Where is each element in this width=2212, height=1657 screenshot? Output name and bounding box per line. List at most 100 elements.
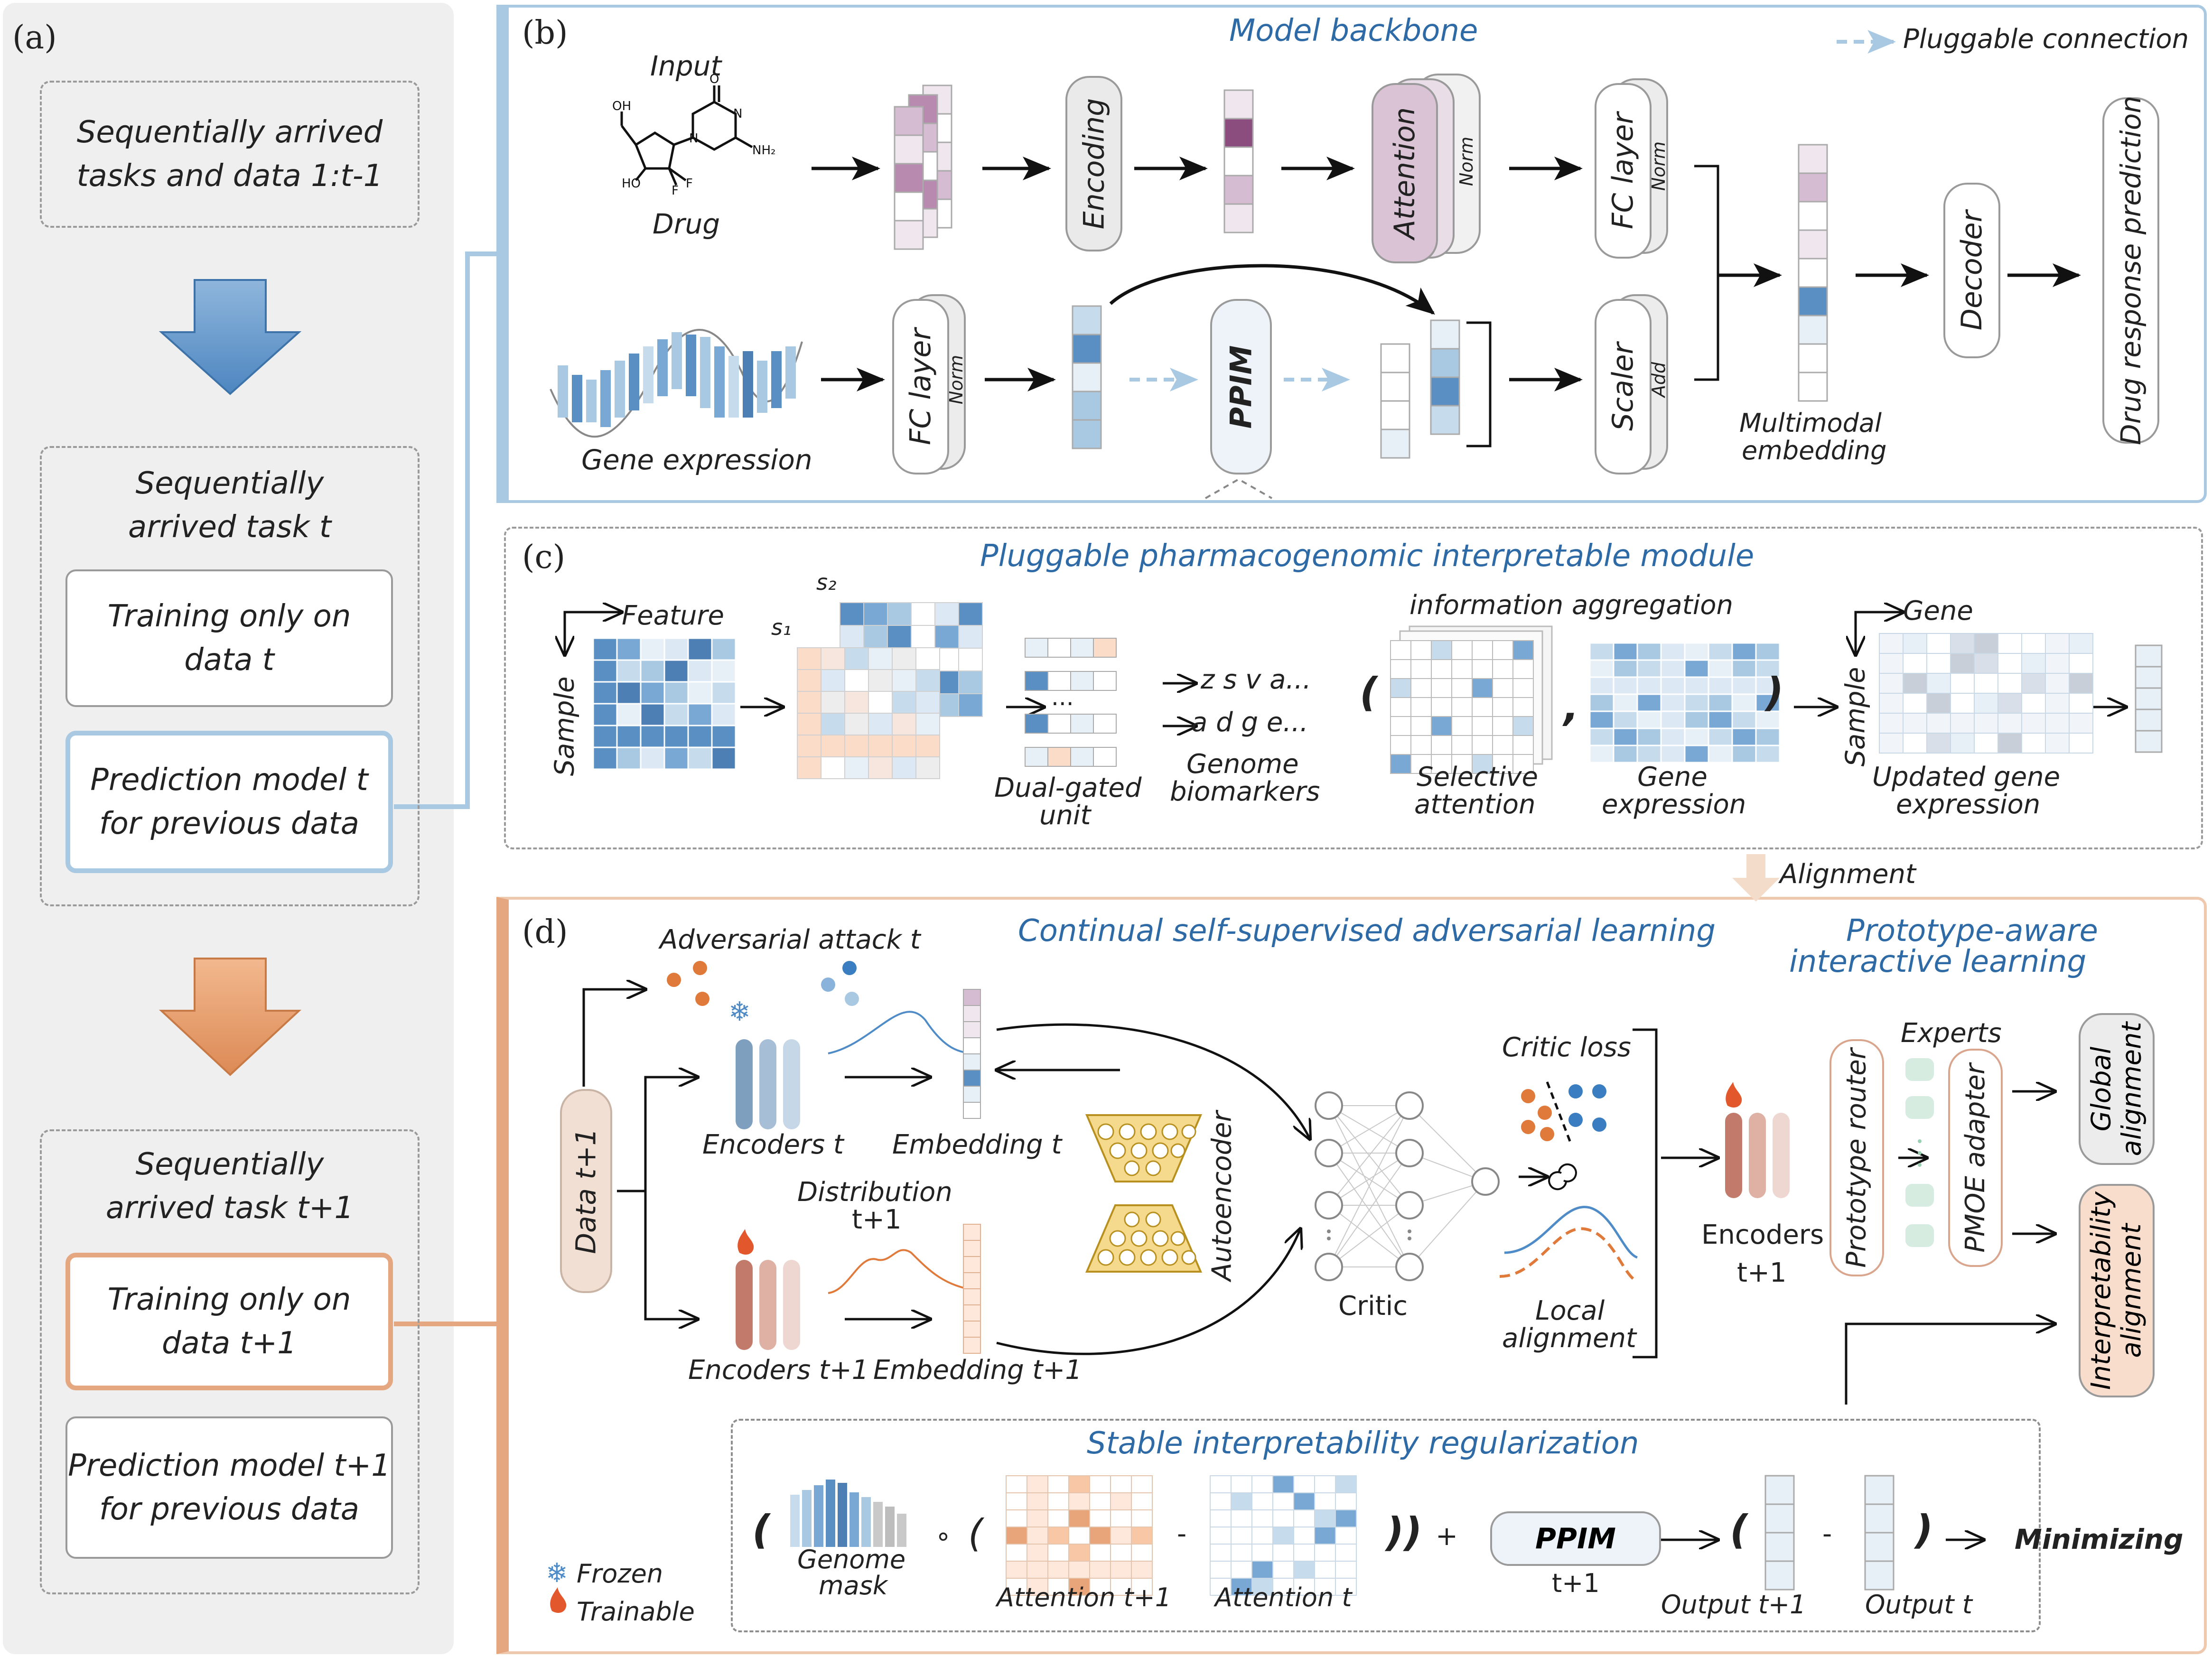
panel-b-frame (496, 5, 2207, 503)
svg-text:N: N (733, 107, 742, 121)
biomarker-seq-2: a d g e... (1191, 707, 1308, 738)
box-previous-tasks-line2: tasks and data 1:t-1 (76, 158, 383, 194)
svg-text:HO: HO (622, 177, 641, 191)
grid-cell (915, 669, 940, 692)
grid-cell (1660, 642, 1686, 661)
grid-cell (687, 637, 713, 661)
grid-cell (1068, 1475, 1090, 1493)
ppim-small-box: PPIM (1490, 1511, 1661, 1566)
grid-cell (1293, 1475, 1315, 1493)
grid-cell (1431, 735, 1452, 755)
task-t1-group (40, 1129, 420, 1594)
grid-cell (892, 669, 916, 692)
panel-c-title: Pluggable pharmacogenomic interpretable … (980, 539, 1755, 574)
grid-cell (863, 625, 888, 649)
task-t1-prediction-box: Prediction model t+1 for previous data (65, 1416, 393, 1559)
data-t1-label: Data t+1 (570, 1128, 603, 1254)
grid-cell (1926, 653, 1951, 674)
grid-cell (1006, 1475, 1027, 1493)
grid-cell (640, 703, 665, 726)
grid-cell (1110, 1544, 1132, 1562)
grid-cell (2045, 653, 2070, 674)
grid-cell (1879, 633, 1904, 654)
grid-cell (2021, 733, 2046, 754)
grid-cell (1660, 676, 1686, 695)
grid-cell (1926, 693, 1951, 714)
minimizing-label: Minimizing (2015, 1523, 2184, 1555)
grid-cell (1089, 1509, 1111, 1527)
panel-c-frame (504, 527, 2203, 849)
info-aggregation: information aggregation (1409, 590, 1734, 621)
panel-d-label: (d) (522, 913, 568, 951)
grid-cell (1335, 1561, 1357, 1579)
frozen-label: Frozen (577, 1559, 663, 1589)
grid-cell (1047, 1509, 1069, 1527)
grid-cell (1210, 1527, 1232, 1545)
grid-cell (1335, 1544, 1357, 1562)
grid-cell (1589, 727, 1615, 746)
grid-cell (1293, 1527, 1315, 1545)
grid-cell (1708, 727, 1733, 746)
grid-cell (1974, 673, 1998, 694)
grid-cell (1879, 693, 1904, 714)
grid-cell (1272, 1544, 1294, 1562)
grid-cell (1660, 693, 1686, 712)
grid-cell (915, 647, 940, 670)
grid-cell (640, 746, 665, 770)
grid-cell (1131, 1544, 1153, 1562)
grid-cell (2045, 673, 2070, 694)
global-alignment-2: alignment (2116, 1022, 2147, 1156)
task-t-prediction-line2: for previous data (99, 806, 359, 841)
box-previous-tasks: Sequentially arrived tasks and data 1:t-… (40, 81, 420, 228)
grid-cell (1492, 640, 1513, 660)
pmoe-adapter-label: PMOE adapter (1960, 1063, 1991, 1253)
grid-cell (616, 637, 642, 661)
grid-cell (868, 735, 893, 757)
distribution-1: Distribution (797, 1177, 952, 1208)
grid-cell (1047, 1527, 1069, 1545)
interp-alignment-1: Interpretability (2086, 1191, 2117, 1390)
grid-cell (1110, 1509, 1132, 1527)
grid-cell (1926, 713, 1951, 734)
grid-cell (892, 756, 916, 779)
grid-cell (663, 725, 689, 748)
grid-cell (1451, 754, 1473, 774)
global-alignment-1: Global (2086, 1046, 2117, 1132)
grid-cell (1131, 1475, 1153, 1493)
grid-cell (1879, 673, 1904, 694)
grid-cell (797, 647, 821, 670)
grid-cell (1089, 1544, 1111, 1562)
grid-cell (1047, 1561, 1069, 1579)
grid-cell (663, 681, 689, 705)
grid-cell (844, 647, 869, 670)
grid-cell (1390, 678, 1411, 698)
grid-cell (1879, 733, 1904, 754)
grid-cell (640, 637, 665, 661)
grid-cell (1251, 1561, 1273, 1579)
grid-cell (868, 669, 893, 692)
decoder-label: Decoder (1955, 210, 1989, 331)
grid-cell (2069, 673, 2093, 694)
grid-cell (892, 713, 916, 735)
grid-cell (844, 713, 869, 735)
comma-c: , (1564, 683, 1579, 730)
grid-cell (1089, 1492, 1111, 1510)
interp-alignment-2: alignment (2116, 1223, 2147, 1358)
grid-cell (1974, 653, 1998, 674)
grid-cell (1879, 713, 1904, 734)
grid-cell (1272, 1475, 1294, 1493)
grid-cell (711, 659, 737, 683)
grid-cell (592, 703, 618, 726)
grid-cell (1293, 1509, 1315, 1527)
grid-cell (915, 735, 940, 757)
grid-cell (958, 648, 983, 671)
grid-cell (892, 691, 916, 714)
selective-attention-1: Selective (1417, 762, 1538, 792)
grid-cell (1210, 1544, 1232, 1562)
grid-cell (1903, 693, 1927, 714)
panel-b-title: Model backbone (1229, 13, 1478, 48)
grid-cell (2045, 693, 2070, 714)
grid-cell (1047, 1475, 1069, 1493)
grid-cell (1974, 633, 1998, 654)
fc-top-box: FC layer (1595, 83, 1652, 259)
